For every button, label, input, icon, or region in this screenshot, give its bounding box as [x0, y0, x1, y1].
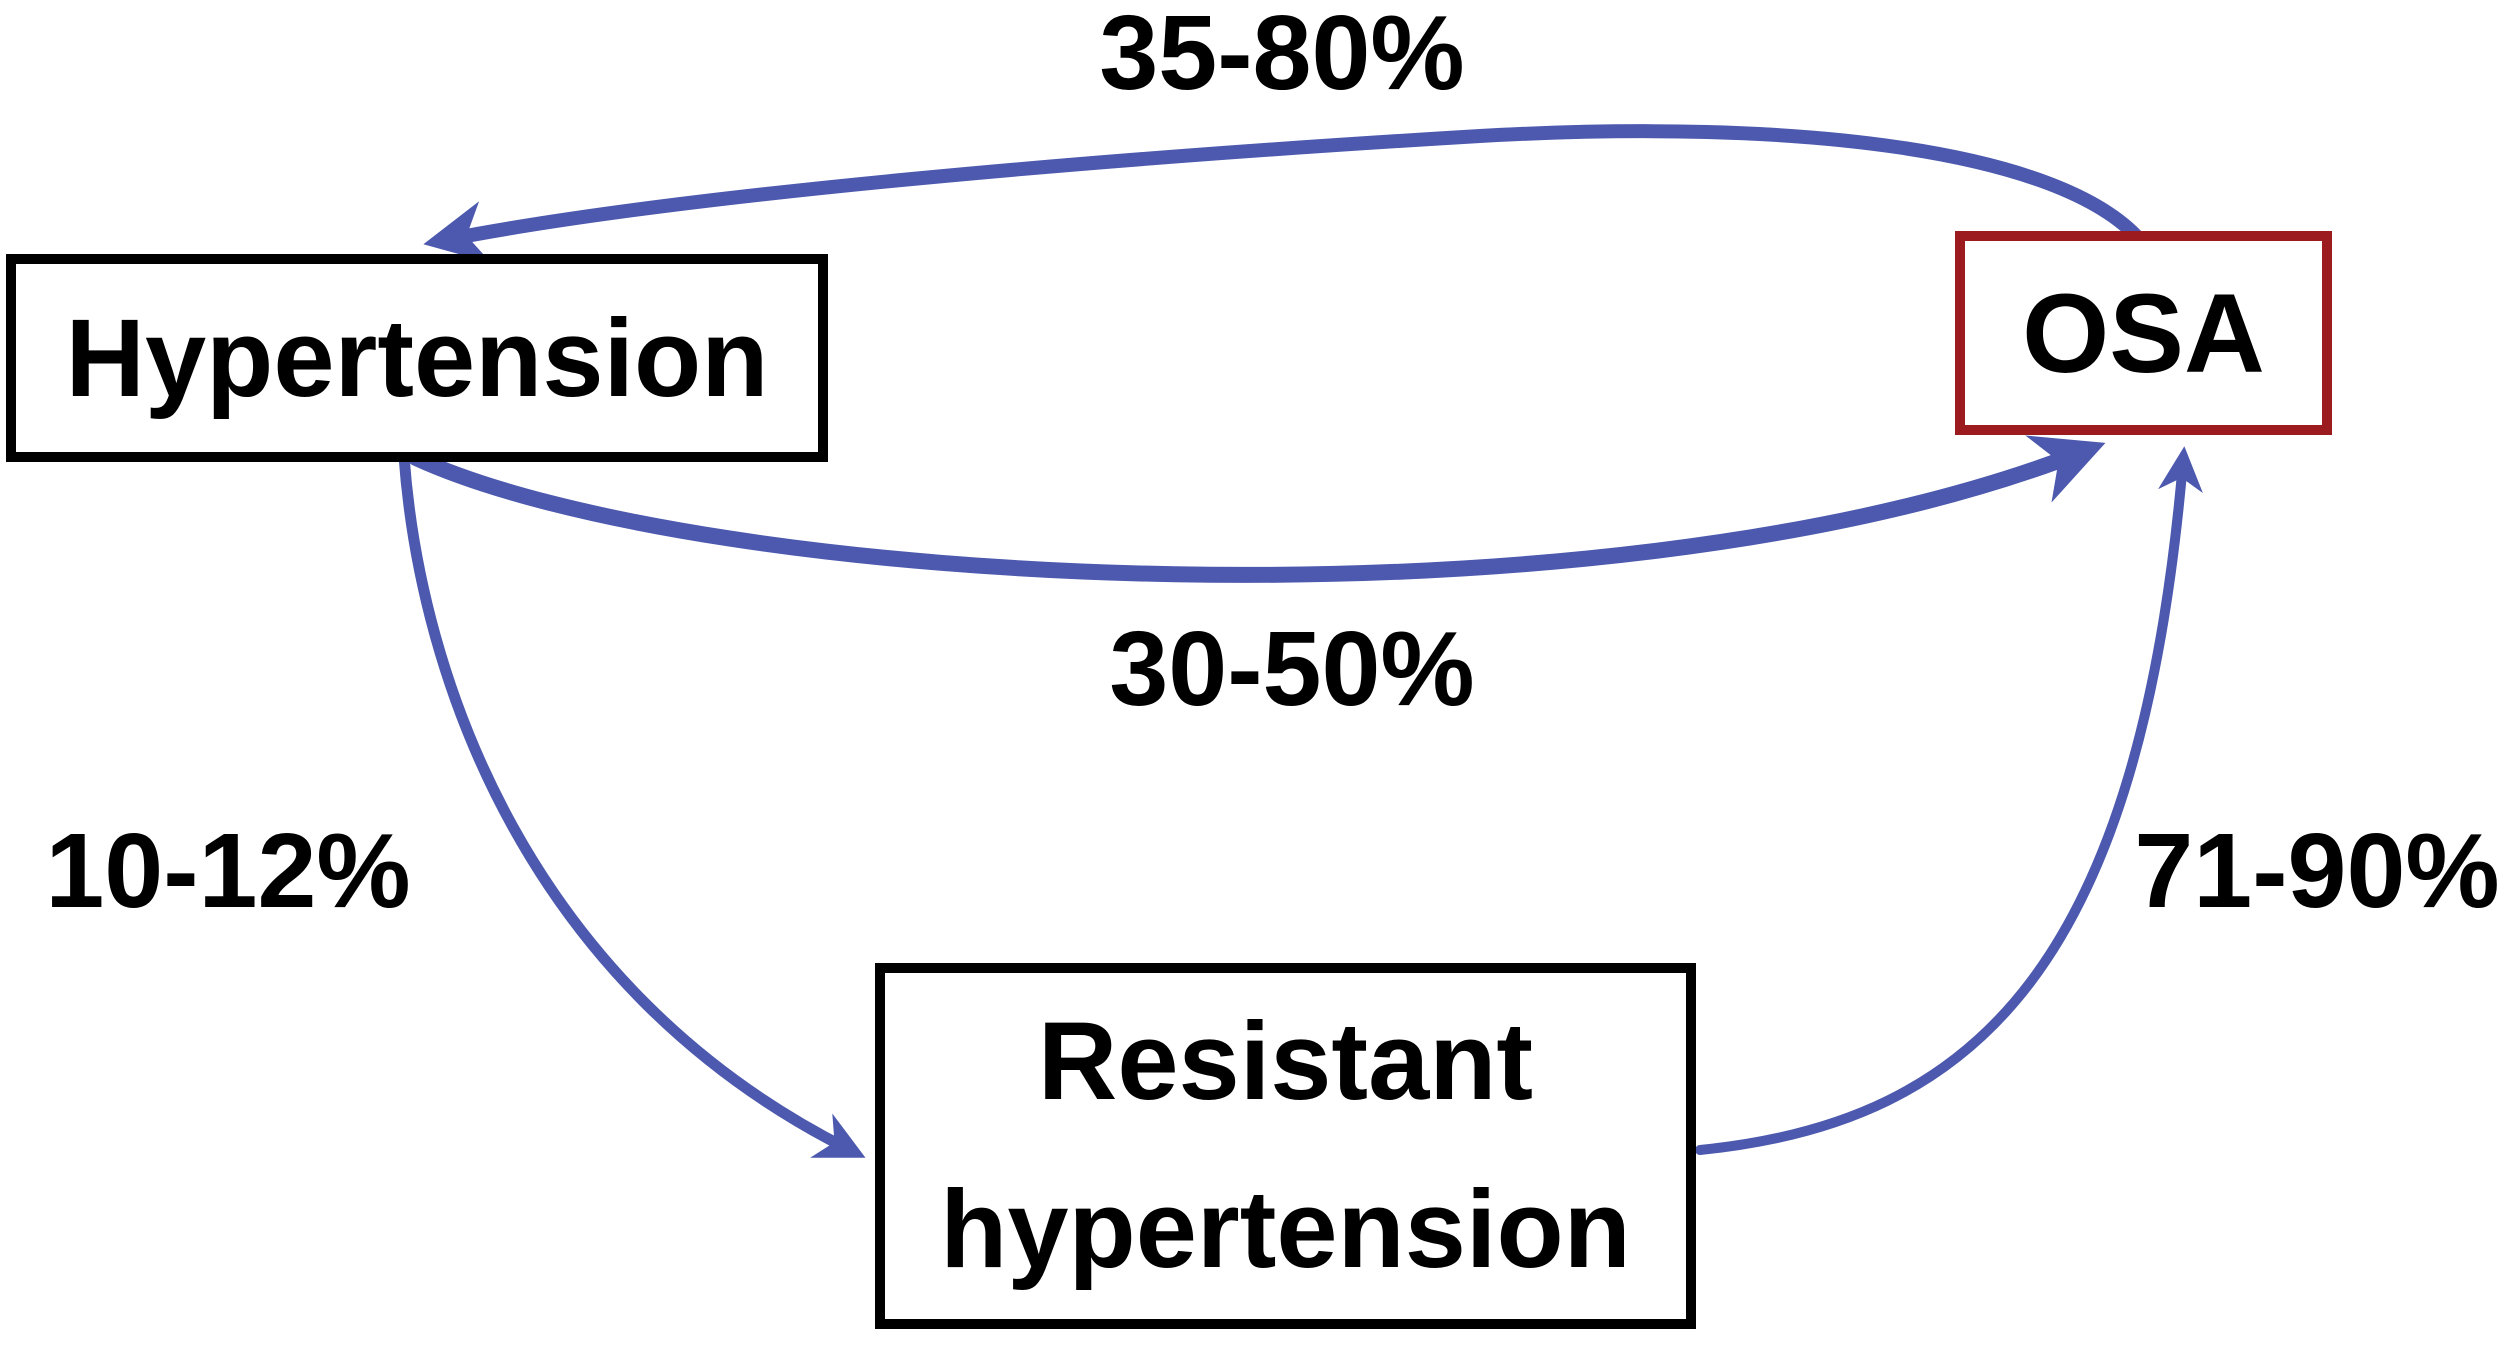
edge-label-hypertension-to-resistant: 10-12% [45, 812, 411, 930]
node-osa-label: OSA [2022, 270, 2265, 396]
node-osa: OSA [1955, 231, 2332, 435]
node-resistant-hypertension-label-line1: Resistant [1037, 1000, 1534, 1123]
node-resistant-hypertension-label-line2: hypertension [940, 1168, 1631, 1291]
arrow-hypertension-to-osa [408, 435, 2106, 583]
arrow-osa-to-hypertension [423, 124, 2147, 264]
edge-label-osa-to-hypertension: 35-80% [1099, 0, 1465, 112]
node-hypertension-label: Hypertension [65, 296, 769, 420]
node-resistant-hypertension: Resistant hypertension [875, 963, 1696, 1329]
node-hypertension: Hypertension [6, 254, 828, 462]
arrow-hypertension-to-resistant-hypertension [398, 450, 866, 1158]
edge-label-hypertension-to-osa: 30-50% [1109, 610, 1475, 728]
edge-label-resistant-to-osa: 71-90% [2134, 812, 2500, 930]
arrow-resistant-hypertension-to-osa [1695, 446, 2203, 1155]
